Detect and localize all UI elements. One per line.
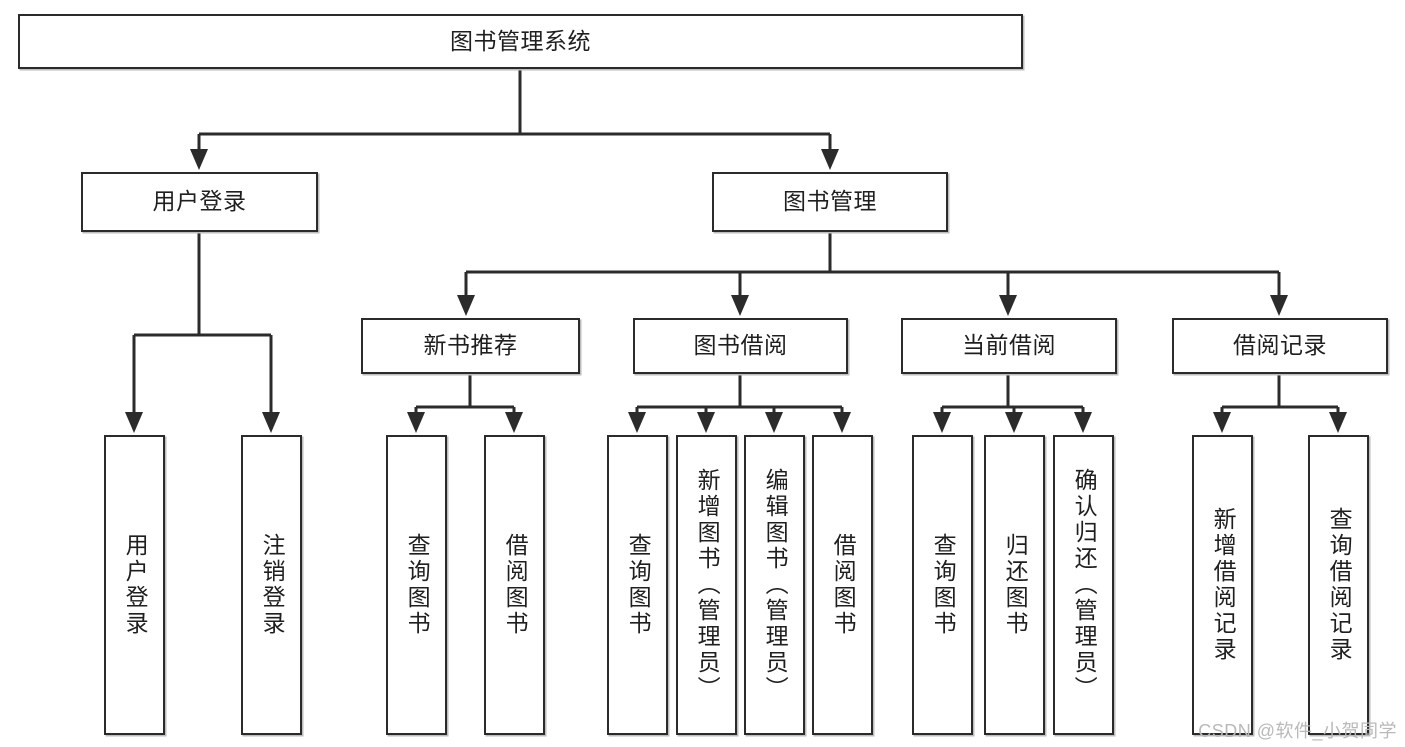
node-label-new-book-recommend: 新书推荐 xyxy=(423,332,518,359)
conn-bb-to-leaf1-arrowhead-icon xyxy=(628,412,646,433)
conn-bm-to-book-borrow-arrowhead-icon xyxy=(731,295,749,316)
node-book-borrow[interactable]: 图书借阅 xyxy=(633,318,848,374)
node-book-manage[interactable]: 图书管理 xyxy=(712,172,948,232)
node-leaf-query-book-1[interactable]: 查询图书 xyxy=(386,435,447,735)
conn-cb-to-leaf2-arrowhead-icon xyxy=(1005,412,1023,433)
node-leaf-query-book-3[interactable]: 查询图书 xyxy=(912,435,973,735)
conn-ul-to-leaf1-arrowhead-icon xyxy=(125,412,143,433)
conn-br-to-leaf1-arrowhead-icon xyxy=(1213,412,1231,433)
node-leaf-borrow-book-2[interactable]: 借阅图书 xyxy=(812,435,873,735)
node-leaf-query-borrow-record[interactable]: 查询借阅记录 xyxy=(1308,435,1369,735)
node-label-leaf-user-logout: 注销登录 xyxy=(259,533,286,637)
node-leaf-user-login[interactable]: 用户登录 xyxy=(104,435,165,735)
node-leaf-user-logout[interactable]: 注销登录 xyxy=(241,435,302,735)
conn-root-to-user-login-arrowhead-icon xyxy=(190,149,208,170)
conn-ul-to-leaf2-arrowhead-icon xyxy=(262,412,280,433)
node-label-book-manage: 图书管理 xyxy=(783,188,877,215)
node-leaf-edit-book[interactable]: 编辑图书（管理员） xyxy=(744,435,805,735)
node-leaf-add-borrow-record[interactable]: 新增借阅记录 xyxy=(1192,435,1253,735)
node-label-user-login: 用户登录 xyxy=(152,188,247,215)
node-label-leaf-user-login: 用户登录 xyxy=(122,533,149,637)
node-label-leaf-add-borrow-record: 新增借阅记录 xyxy=(1210,507,1237,663)
node-current-borrow[interactable]: 当前借阅 xyxy=(901,318,1117,374)
conn-cb-to-leaf1-arrowhead-icon xyxy=(933,412,951,433)
node-borrow-record[interactable]: 借阅记录 xyxy=(1172,318,1388,374)
conn-bm-to-current-borrow-arrowhead-icon xyxy=(999,295,1017,316)
conn-bm-to-new-book-arrowhead-icon xyxy=(457,295,475,316)
node-leaf-return-book[interactable]: 归还图书 xyxy=(984,435,1045,735)
node-leaf-borrow-book-1[interactable]: 借阅图书 xyxy=(484,435,545,735)
conn-bb-to-leaf4-arrowhead-icon xyxy=(833,412,851,433)
node-label-leaf-return-book: 归还图书 xyxy=(1002,533,1029,637)
conn-bm-to-borrow-record-arrowhead-icon xyxy=(1270,295,1288,316)
node-new-book-recommend[interactable]: 新书推荐 xyxy=(361,318,580,374)
node-label-leaf-query-book-2: 查询图书 xyxy=(625,533,652,637)
node-leaf-add-book[interactable]: 新增图书（管理员） xyxy=(676,435,737,735)
conn-nbr-to-leaf1-arrowhead-icon xyxy=(407,412,425,433)
node-label-borrow-record: 借阅记录 xyxy=(1233,332,1327,359)
node-leaf-query-book-2[interactable]: 查询图书 xyxy=(607,435,668,735)
node-label-leaf-query-book-1: 查询图书 xyxy=(404,533,431,637)
conn-bb-to-leaf3-arrowhead-icon xyxy=(765,412,783,433)
conn-root-to-book-manage-arrowhead-icon xyxy=(821,149,839,170)
node-label-leaf-add-book: 新增图书（管理员） xyxy=(694,468,721,702)
node-root[interactable]: 图书管理系统 xyxy=(18,14,1023,69)
node-label-leaf-query-borrow-record: 查询借阅记录 xyxy=(1326,507,1353,663)
conn-br-to-leaf2-arrowhead-icon xyxy=(1329,412,1347,433)
node-label-leaf-edit-book: 编辑图书（管理员） xyxy=(762,468,789,702)
conn-cb-to-leaf3-arrowhead-icon xyxy=(1074,412,1092,433)
node-label-leaf-confirm-return: 确认归还（管理员） xyxy=(1071,468,1098,702)
node-label-leaf-borrow-book-1: 借阅图书 xyxy=(502,533,529,637)
node-label-current-borrow: 当前借阅 xyxy=(962,332,1056,359)
node-label-book-borrow: 图书借阅 xyxy=(693,332,788,359)
conn-nbr-to-leaf2-arrowhead-icon xyxy=(505,412,523,433)
node-label-root: 图书管理系统 xyxy=(450,27,591,54)
node-user-login[interactable]: 用户登录 xyxy=(81,172,318,232)
node-label-leaf-query-book-3: 查询图书 xyxy=(930,533,957,637)
node-label-leaf-borrow-book-2: 借阅图书 xyxy=(830,533,857,637)
node-leaf-confirm-return[interactable]: 确认归还（管理员） xyxy=(1053,435,1114,735)
conn-bb-to-leaf2-arrowhead-icon xyxy=(697,412,715,433)
